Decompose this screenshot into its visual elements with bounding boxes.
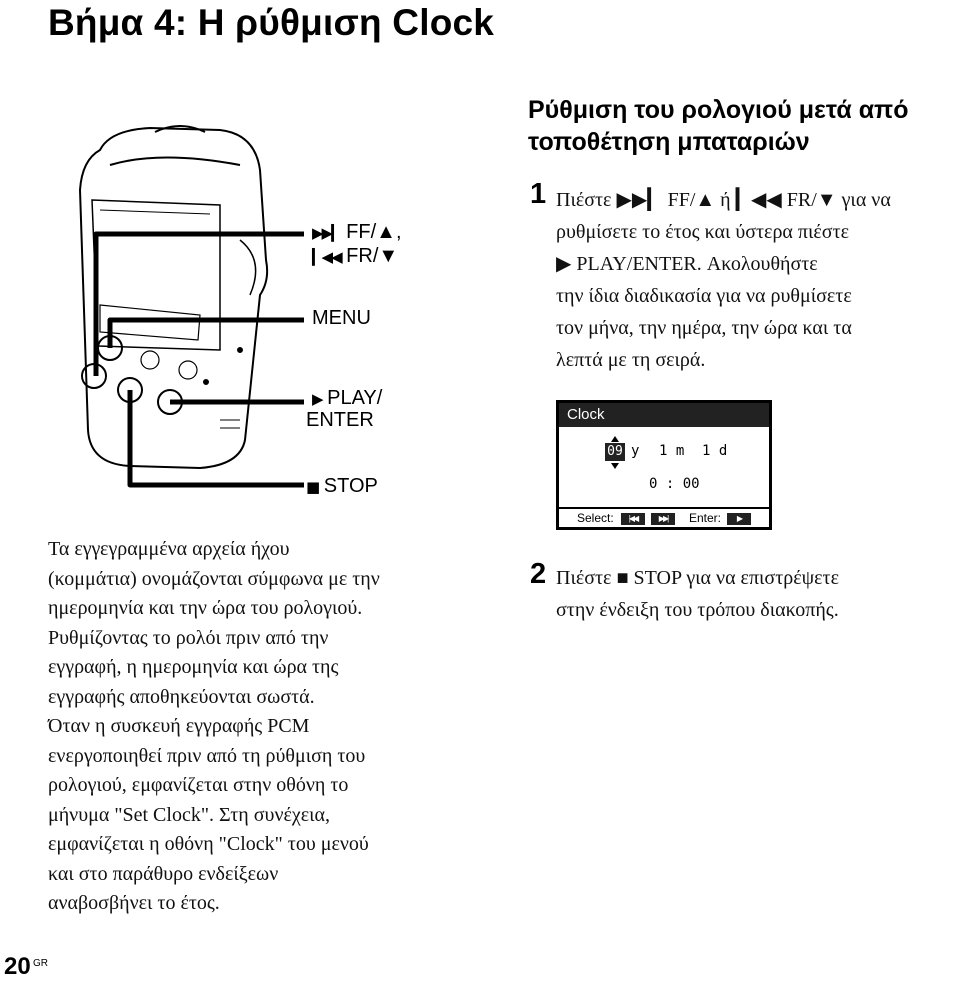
step-2-number: 2 (530, 558, 547, 590)
next-track-icon: ▶▶▎ (312, 224, 343, 242)
select-label: Select: (577, 511, 614, 525)
play-callout: ▶ PLAY/ (312, 387, 383, 409)
up-arrow-icon (611, 436, 619, 442)
time-value: 0 : 00 (649, 476, 700, 492)
step-1-number: 1 (530, 178, 547, 210)
next-key-icon: ▶▶| (651, 513, 675, 525)
ff-callout: ▶▶▎ FF/▲, (312, 221, 402, 243)
down-arrow-icon (611, 463, 619, 469)
year-value: 09 (605, 443, 625, 461)
prev-track-icon: ▎◀◀ (312, 248, 343, 266)
stop-callout: ■ STOP (306, 475, 378, 497)
stop-icon: ■ (306, 478, 320, 496)
page-language-code: GR (33, 958, 48, 969)
page-number: 20 (4, 953, 31, 980)
fr-callout: ▎◀◀ FR/▼ (312, 245, 399, 267)
screen-divider (559, 507, 769, 509)
play-icon: ▶ (312, 390, 323, 408)
section-heading: Ρύθμιση του ρολογιού μετά από τοποθέτηση… (528, 96, 909, 156)
step-1-text: Πιέστε ▶▶▎ FF/▲ ή ▎◀◀ FR/▼ για να ρυθμίσ… (556, 189, 891, 371)
enter-key-icon: ▶ (727, 513, 751, 525)
year-unit: y (631, 443, 640, 459)
menu-callout: MENU (312, 307, 371, 329)
page-title: Βήμα 4: Η ρύθμιση Clock (48, 2, 495, 43)
clock-display-screen: Clock 09 y 1 m 1 d 0 : 00 Select: |◀◀ ▶▶… (556, 400, 772, 530)
step-2-text: Πιέστε ■ STOP για να επιστρέψετε στην έν… (556, 567, 839, 621)
day-value: 1 d (702, 443, 728, 459)
enter-label: Enter: (689, 511, 722, 525)
prev-key-icon: |◀◀ (621, 513, 645, 525)
body-paragraph: Τα εγγεγραμμένα αρχεία ήχου (κομμάτια) ο… (48, 538, 380, 914)
month-value: 1 m (659, 443, 685, 459)
screen-title: Clock (559, 403, 769, 427)
recorder-illustration (78, 125, 304, 488)
play-callout-line2: ENTER (306, 409, 374, 431)
